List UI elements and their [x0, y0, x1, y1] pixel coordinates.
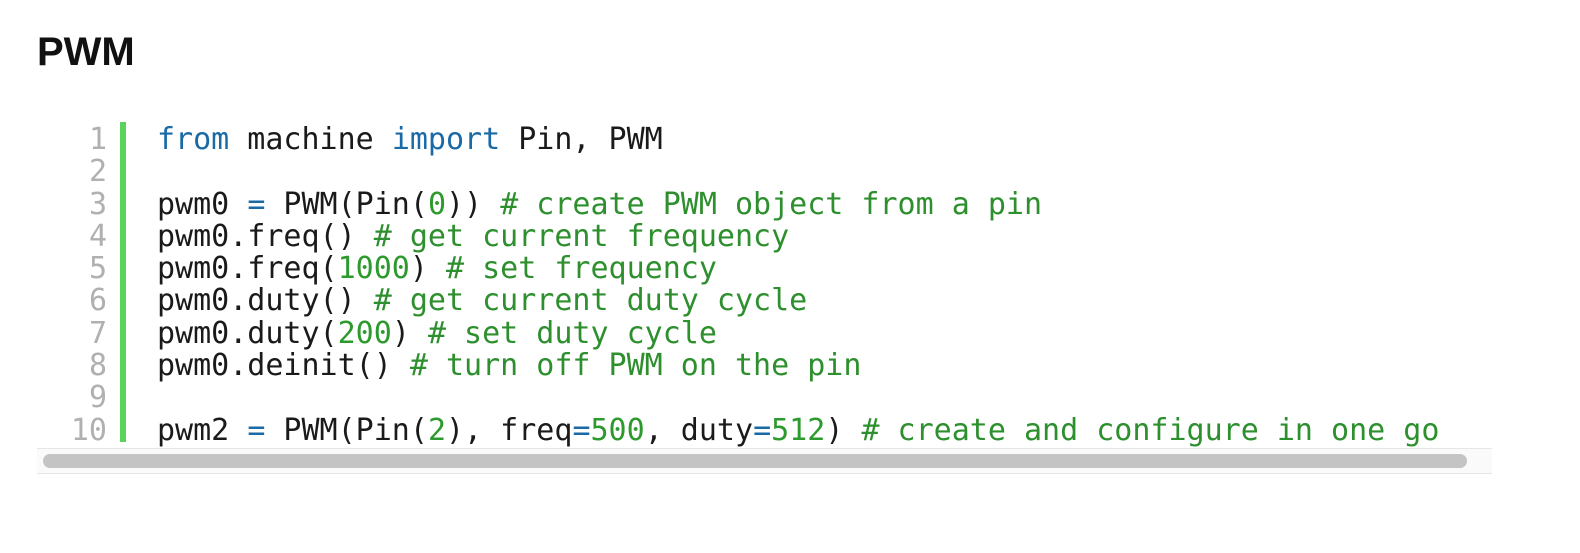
code-token: from — [157, 122, 230, 157]
code-token: # create PWM object from a pin — [500, 186, 1043, 222]
code-token: pwm0.freq( — [157, 251, 338, 287]
code-token: pwm2 — [157, 412, 248, 448]
code-token: # get current frequency — [373, 218, 790, 254]
code-token: # create and configure in one go — [861, 412, 1440, 448]
code-line: pwm0 = PWM(Pin(0)) # create PWM object f… — [157, 186, 1439, 222]
line-number: 5 — [88, 251, 107, 287]
code-token: , duty — [644, 412, 754, 448]
code-token: # set duty cycle — [427, 315, 717, 351]
line-number: 8 — [88, 348, 107, 384]
code-token: 1000 — [337, 251, 410, 287]
code-token: pwm0.deinit() — [157, 348, 410, 384]
code-token: = — [572, 412, 591, 448]
code-line: pwm0.freq(1000) # set frequency — [157, 253, 1439, 285]
code-token: pwm0 — [157, 186, 248, 222]
line-number: 9 — [88, 380, 107, 416]
code-line: pwm0.deinit() # turn off PWM on the pin — [157, 348, 1439, 384]
line-number: 7 — [88, 315, 107, 351]
code-token: PWM(Pin( — [265, 412, 428, 448]
horizontal-scrollbar[interactable] — [37, 448, 1492, 474]
code-lines: from machine import Pin, PWM pwm0 = PWM(… — [157, 122, 1440, 448]
code-token: 0 — [427, 186, 446, 222]
code-line: pwm0.freq() # get current frequency — [157, 218, 1439, 254]
code-line — [157, 156, 1439, 188]
code-token: = — [753, 412, 772, 448]
code-token: # turn off PWM on the pin — [409, 348, 862, 384]
line-number: 4 — [88, 218, 107, 254]
code-token: )) — [446, 186, 501, 222]
line-number: 1 — [88, 122, 107, 157]
code-line: pwm0.duty(200) # set duty cycle — [157, 315, 1439, 351]
code-token: 200 — [337, 315, 392, 351]
page-title: PWM — [37, 30, 135, 74]
line-number: 10 — [70, 412, 107, 448]
line-number: 6 — [88, 283, 107, 319]
code-token: # set frequency — [446, 251, 717, 287]
code-token: ) — [825, 412, 862, 448]
code-token: = — [247, 412, 266, 448]
code-token: # get current duty cycle — [373, 283, 808, 319]
code-line: from machine import Pin, PWM — [157, 122, 1439, 157]
gutter-accent-bar — [120, 122, 126, 442]
code-token: = — [247, 186, 266, 222]
code-line: pwm0.duty() # get current duty cycle — [157, 285, 1439, 317]
code-token: Pin, PWM — [500, 122, 663, 157]
code-line: pwm2 = PWM(Pin(2), freq=500, duty=512) #… — [157, 412, 1440, 448]
code-token: 2 — [427, 412, 446, 448]
scrollbar-thumb[interactable] — [43, 454, 1467, 468]
code-token: PWM(Pin( — [265, 186, 428, 222]
code-token: ) — [409, 251, 446, 287]
code-token: pwm0.freq() — [157, 218, 374, 254]
line-number: 3 — [88, 186, 107, 222]
code-token: 500 — [590, 412, 645, 448]
code-token: pwm0.duty() — [157, 283, 374, 319]
code-token: pwm0.duty( — [157, 315, 338, 351]
code-token: ) — [391, 315, 428, 351]
code-token: import — [391, 122, 501, 157]
code-line — [157, 382, 1439, 414]
code-token: ), freq — [446, 412, 573, 448]
code-token: 512 — [771, 412, 826, 448]
line-number: 2 — [88, 154, 107, 190]
code-token: machine — [229, 122, 392, 157]
